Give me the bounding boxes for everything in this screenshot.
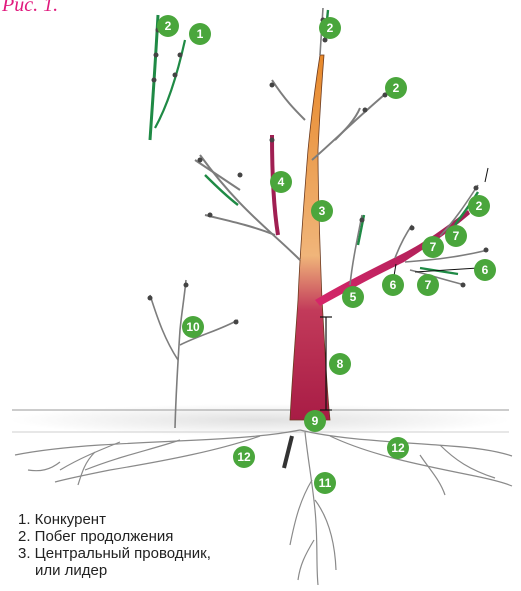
badge-7b: 7 <box>445 225 467 247</box>
badge-2b: 2 <box>319 17 341 39</box>
svg-text:2: 2 <box>165 19 172 33</box>
badge-11: 11 <box>314 472 336 494</box>
badge-2a: 2 <box>157 15 179 37</box>
svg-text:1: 1 <box>197 27 204 41</box>
svg-text:9: 9 <box>312 414 319 428</box>
svg-text:7: 7 <box>425 278 432 292</box>
badge-2c: 2 <box>385 77 407 99</box>
svg-text:5: 5 <box>350 290 357 304</box>
badge-3: 3 <box>311 200 333 222</box>
badge-12a: 12 <box>233 446 255 468</box>
badge-7c: 7 <box>417 274 439 296</box>
legend-item: 3. Центральный проводник, <box>18 545 211 562</box>
soil-layer <box>10 404 510 436</box>
legend: 1. Конкурент 2. Побег продолжения 3. Цен… <box>18 511 211 579</box>
svg-text:3: 3 <box>319 204 326 218</box>
svg-text:8: 8 <box>337 357 344 371</box>
badge-7a: 7 <box>422 236 444 258</box>
badge-10: 10 <box>182 316 204 338</box>
root-dark-segment <box>284 436 292 468</box>
legend-item: 2. Побег продолжения <box>18 528 211 545</box>
badge-6b: 6 <box>474 259 496 281</box>
svg-text:2: 2 <box>393 81 400 95</box>
svg-text:12: 12 <box>237 450 251 464</box>
badge-12b: 12 <box>387 437 409 459</box>
tick-mark <box>485 168 488 182</box>
svg-text:6: 6 <box>390 278 397 292</box>
svg-text:4: 4 <box>278 175 285 189</box>
badge-4: 4 <box>270 171 292 193</box>
legend-item: или лидер <box>18 562 211 579</box>
svg-text:10: 10 <box>186 320 200 334</box>
badge-8: 8 <box>329 353 351 375</box>
legend-item: 1. Конкурент <box>18 511 211 528</box>
svg-text:7: 7 <box>430 240 437 254</box>
badge-5: 5 <box>342 286 364 308</box>
svg-text:7: 7 <box>453 229 460 243</box>
badge-6a: 6 <box>382 274 404 296</box>
svg-text:2: 2 <box>327 21 334 35</box>
badge-9: 9 <box>304 410 326 432</box>
badge-2d: 2 <box>468 195 490 217</box>
svg-text:2: 2 <box>476 199 483 213</box>
badge-1: 1 <box>189 23 211 45</box>
svg-text:12: 12 <box>391 441 405 455</box>
svg-text:11: 11 <box>319 476 332 490</box>
svg-text:6: 6 <box>482 263 489 277</box>
